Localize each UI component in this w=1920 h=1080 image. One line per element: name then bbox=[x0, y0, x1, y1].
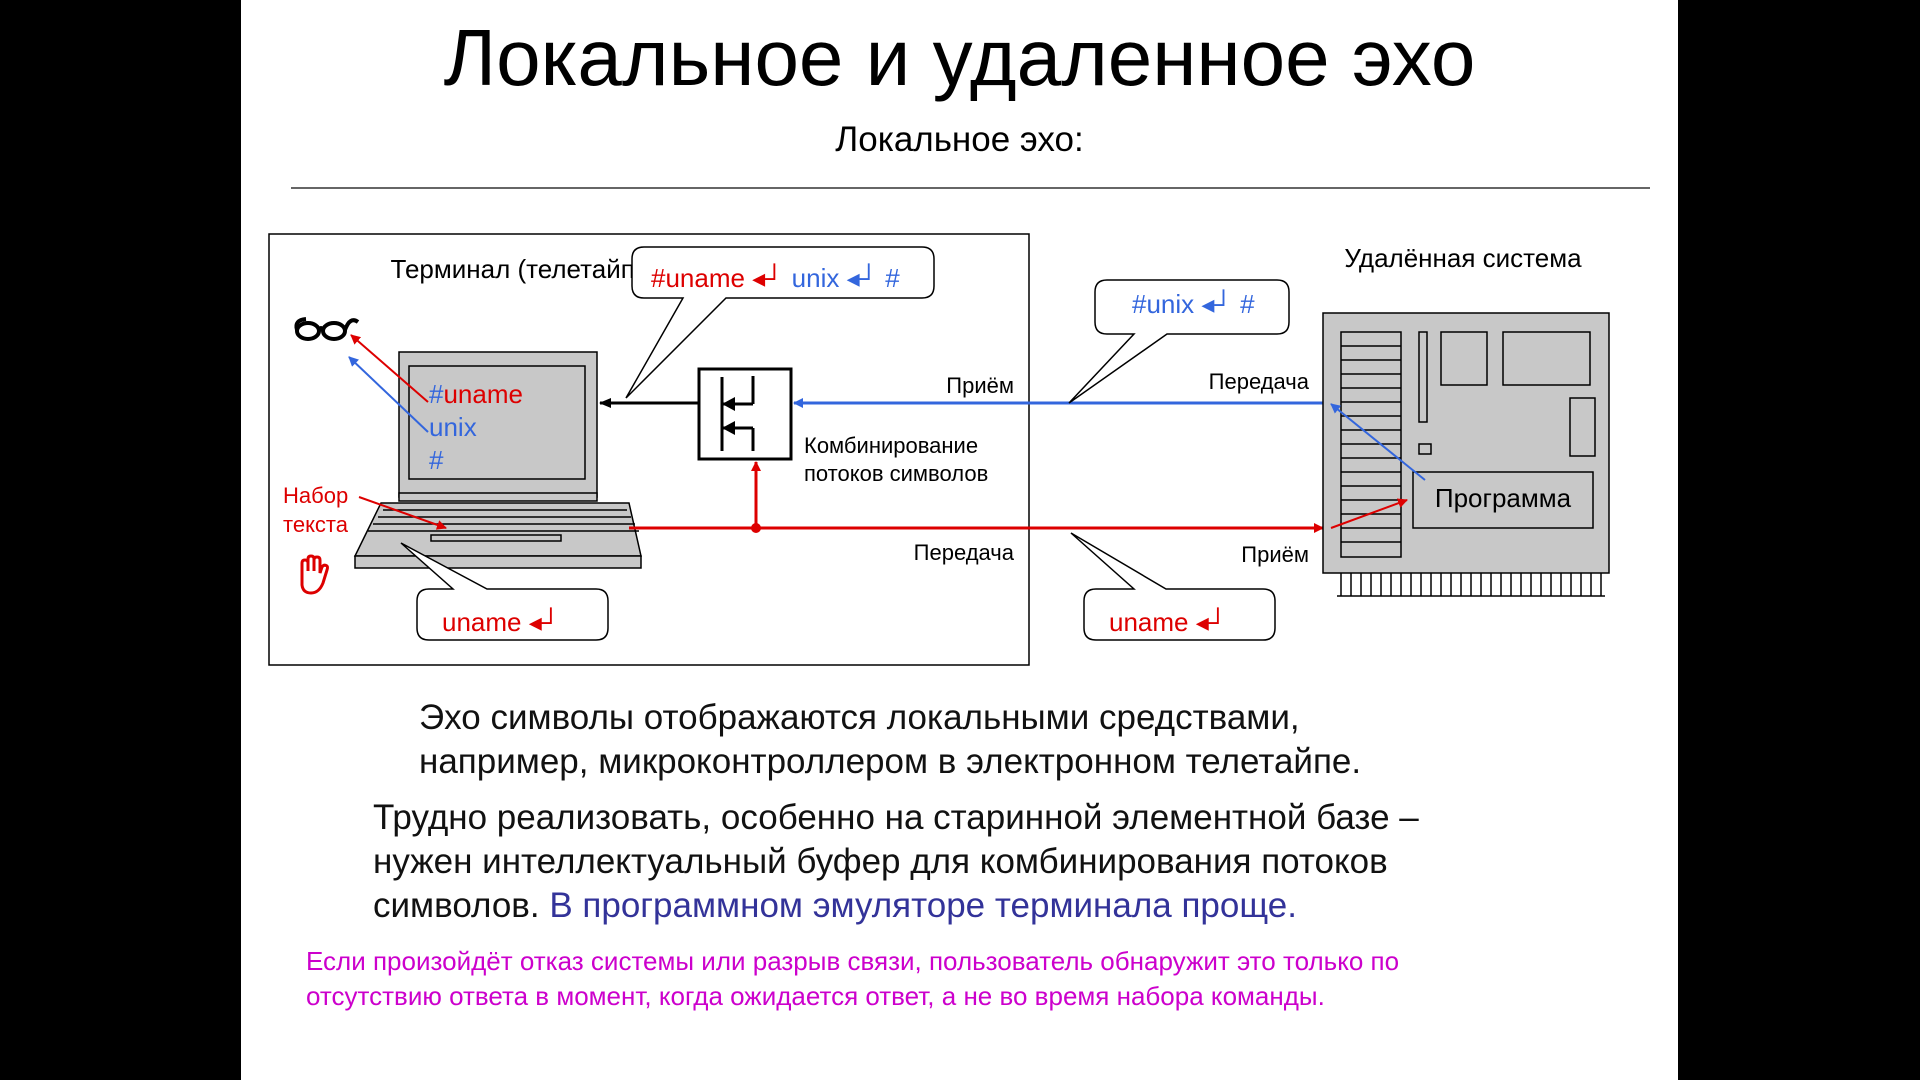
terminal-frame bbox=[268, 233, 1030, 666]
svg-text:#unix ◂┘ #: #unix ◂┘ # bbox=[1132, 289, 1255, 319]
typing-arrow bbox=[358, 496, 447, 530]
bubble-bottom-right: uname ◂┘ bbox=[1070, 532, 1276, 641]
slide: Локальное и удаленное эхо Локальное эхо:… bbox=[241, 0, 1678, 1080]
transmit-left-label: Передача bbox=[914, 540, 1015, 565]
remote-label: Удалённая система bbox=[1344, 243, 1582, 273]
paragraph-local-echo: Эхо символы отображаются локальными сред… bbox=[419, 698, 1362, 781]
terminal-label: Терминал (телетайп) bbox=[391, 254, 644, 284]
screen-line-3: # bbox=[429, 445, 444, 475]
echo-diagram: Терминал (телетайп) #un bbox=[268, 233, 1610, 666]
svg-text:#uname ◂┘unix ◂┘ #: #uname ◂┘unix ◂┘ # bbox=[651, 263, 900, 293]
server-icon: Программа bbox=[1322, 312, 1610, 597]
svg-text:uname ◂┘: uname ◂┘ bbox=[1109, 607, 1227, 637]
bubble-top-left: #uname ◂┘unix ◂┘ # bbox=[625, 246, 935, 399]
receive-left-label: Приём bbox=[946, 373, 1014, 398]
server-echo-arrow bbox=[1330, 403, 1426, 481]
hand-icon bbox=[300, 554, 329, 595]
combine-label-1: Комбинирование bbox=[804, 433, 978, 458]
branch-node bbox=[751, 523, 761, 533]
page-subtitle: Локальное эхо: bbox=[835, 120, 1084, 159]
bubble-bottom-left: uname ◂┘ bbox=[400, 542, 609, 641]
paragraph-difficulty: Трудно реализовать, особенно на старинно… bbox=[373, 798, 1419, 925]
svg-text:uname ◂┘: uname ◂┘ bbox=[442, 607, 560, 637]
failure-note: Если произойдёт отказ системы или разрыв… bbox=[306, 946, 1400, 1011]
eye-arrow-blue bbox=[348, 356, 429, 433]
glasses-icon bbox=[294, 317, 360, 341]
transmit-right-label: Передача bbox=[1209, 369, 1310, 394]
screen-line-2: unix bbox=[429, 412, 477, 442]
emulator-note: В программном эмуляторе терминала проще. bbox=[549, 886, 1297, 925]
server-vents bbox=[1337, 573, 1605, 597]
typing-label-2: текста bbox=[283, 512, 349, 537]
divider bbox=[291, 187, 1650, 189]
screen-line-1: #uname bbox=[429, 379, 523, 409]
combine-label-2: потоков символов bbox=[804, 461, 988, 486]
program-box bbox=[1412, 471, 1594, 529]
receive-right-label: Приём bbox=[1241, 542, 1309, 567]
typing-label-1: Набор bbox=[283, 483, 348, 508]
laptop-icon bbox=[353, 351, 642, 569]
server-input-arrow bbox=[1330, 498, 1408, 529]
stream-combiner bbox=[697, 367, 793, 461]
page-title: Локальное и удаленное эхо bbox=[443, 13, 1476, 102]
eye-arrow-red bbox=[350, 334, 429, 403]
program-label: Программа bbox=[1435, 483, 1572, 513]
bubble-top-right: #unix ◂┘ # bbox=[1068, 279, 1290, 404]
